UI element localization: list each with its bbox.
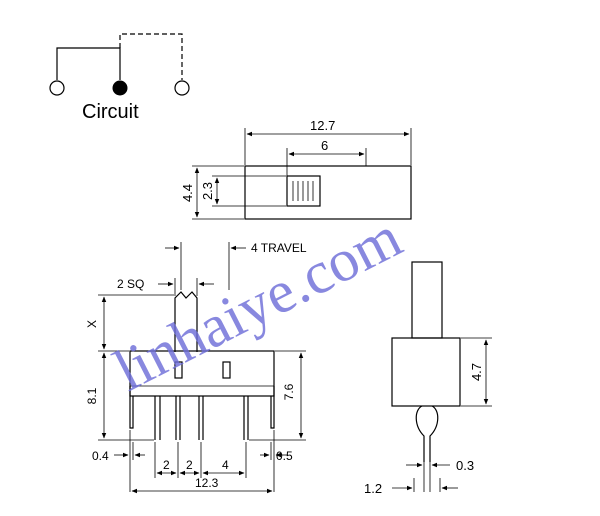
terminal-right (174, 80, 190, 96)
side-view-knob (411, 261, 443, 339)
circuit-label: Circuit (82, 101, 139, 123)
side-dim-pin-span: 1.2 (364, 481, 382, 496)
top-view-body (244, 165, 412, 220)
side-view-pin-left (415, 405, 425, 462)
circuit-dashed-link (119, 33, 183, 80)
dim-total-height: 8.1 (85, 387, 99, 404)
dim-knob-size: 2 SQ (117, 277, 144, 291)
top-view-actuator (286, 175, 321, 207)
watermark-text: linhaiye.com (104, 203, 412, 403)
dim-mount-width: 0.5 (276, 449, 293, 463)
side-dim-body-height: 4.7 (469, 363, 484, 381)
terminal-common (112, 80, 128, 96)
front-view-knob (174, 291, 198, 352)
dim-body-height: 7.6 (282, 383, 296, 400)
front-view: 4 TRAVEL 2 SQ X 8.1 7.6 0.4 (85, 241, 307, 494)
dim-pitch-a: 2 (163, 458, 170, 472)
dim-height-outer: 4.4 (180, 184, 195, 202)
top-view: 12.7 6 4.4 2.3 (180, 118, 412, 220)
side-view-pin-right (429, 405, 439, 462)
side-view: 4.7 0.3 1.2 (364, 261, 492, 496)
dim-pitch-c: 4 (222, 458, 229, 472)
side-dim-pin-thickness: 0.3 (456, 458, 474, 473)
circuit-symbol: Circuit (49, 33, 190, 123)
dim-pitch-b: 2 (186, 458, 193, 472)
dim-slot: 6 (321, 138, 328, 153)
dim-length: 12.7 (310, 118, 335, 133)
front-view-body (129, 350, 275, 397)
dim-height-inner: 2.3 (200, 182, 215, 200)
circuit-solid-link (56, 47, 121, 80)
dim-pin-width: 0.4 (92, 449, 109, 463)
dim-knob-height: X (85, 320, 99, 328)
side-view-body (391, 337, 461, 407)
terminal-left (49, 80, 65, 96)
dim-overall-width: 12.3 (195, 476, 219, 490)
dim-travel: 4 TRAVEL (251, 241, 307, 255)
